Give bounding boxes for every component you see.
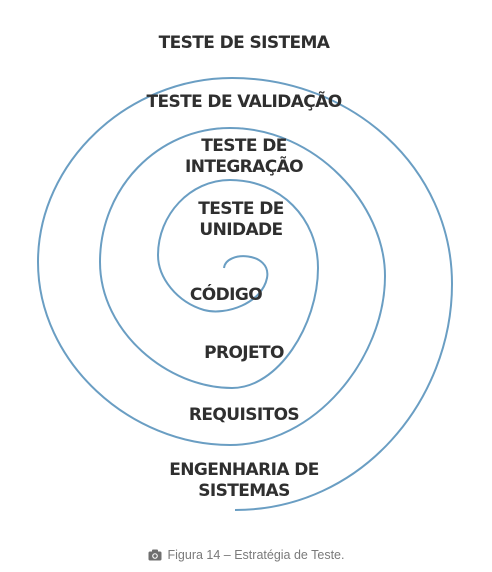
label-projeto: PROJETO [204, 343, 284, 363]
camera-icon [148, 549, 162, 564]
caption-text: Figura 14 – Estratégia de Teste. [167, 548, 345, 562]
label-codigo: CÓDIGO [190, 283, 262, 305]
label-teste-de-unidade-line2: UNIDADE [199, 220, 282, 240]
label-engenharia-de-sistemas-line2: SISTEMAS [198, 481, 290, 501]
label-teste-de-validacao: TESTE DE VALIDAÇÃO [146, 89, 341, 112]
label-engenharia-de-sistemas-line1: ENGENHARIA DE [169, 460, 318, 480]
label-requisitos: REQUISITOS [189, 405, 299, 425]
label-teste-de-integracao-line1: TESTE DE [201, 136, 287, 156]
label-teste-de-unidade-line1: TESTE DE [198, 199, 284, 219]
test-strategy-spiral-diagram: TESTE DE SISTEMA TESTE DE VALIDAÇÃO TEST… [36, 33, 454, 511]
figure-caption: Figura 14 – Estratégia de Teste. [0, 548, 492, 564]
label-teste-de-integracao-line2: INTEGRAÇÃO [185, 154, 303, 177]
label-teste-de-sistema: TESTE DE SISTEMA [159, 33, 331, 53]
spiral-line [36, 76, 454, 511]
